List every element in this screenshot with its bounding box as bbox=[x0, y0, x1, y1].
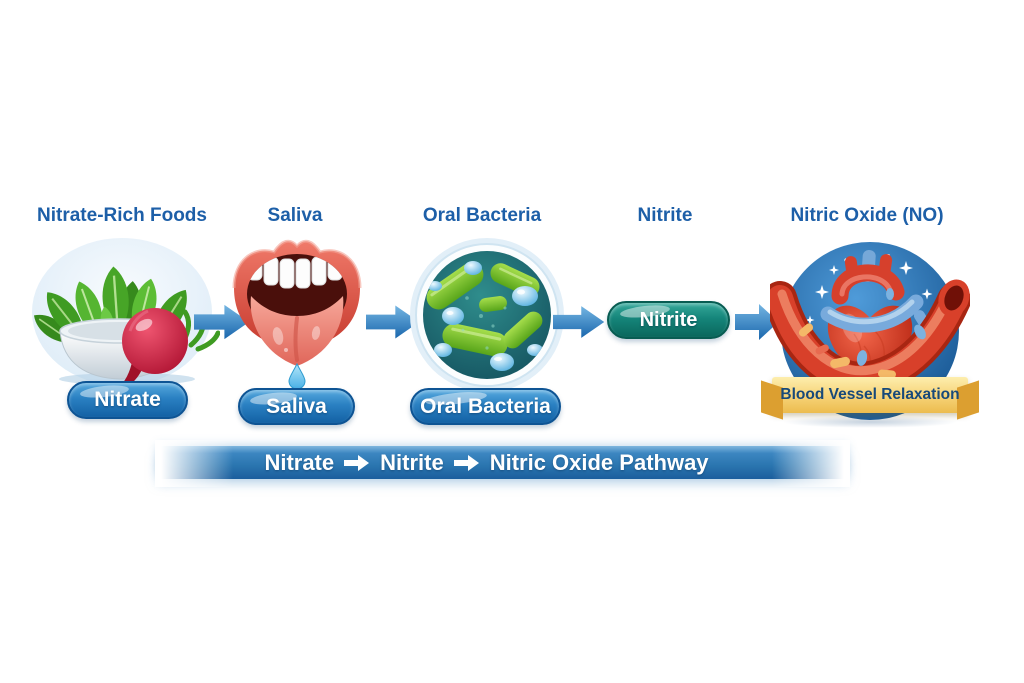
saliva-label-pill: Saliva bbox=[238, 388, 355, 425]
stage-heading-nitrate-rich-foods: Nitrate-Rich Foods bbox=[37, 205, 207, 226]
banner-part-nitrite: Nitrite bbox=[380, 449, 444, 475]
nitrite-pill: Nitrite bbox=[607, 301, 730, 339]
stage-heading-nitric-oxide: Nitric Oxide (NO) bbox=[790, 205, 944, 226]
pathway-banner: Nitrate Nitrite Nitric Oxide Pathway bbox=[155, 440, 850, 487]
blood-vessel-relaxation-ribbon: Blood Vessel Relaxation bbox=[772, 377, 968, 413]
saliva-label-text: Saliva bbox=[266, 394, 327, 418]
nitrate-label-pill: Nitrate bbox=[67, 381, 188, 419]
stage-heading-nitrite: Nitrite bbox=[637, 205, 693, 226]
mouth-icon bbox=[232, 239, 362, 388]
stage-heading-oral-bacteria: Oral Bacteria bbox=[422, 205, 542, 226]
bacteria-icon bbox=[410, 238, 564, 392]
salad-bowl-icon bbox=[32, 238, 220, 388]
banner-part-nitrate: Nitrate bbox=[264, 449, 335, 475]
pathway-banner-text: Nitrate Nitrite Nitric Oxide Pathway bbox=[264, 450, 740, 476]
flow-arrow-icon bbox=[366, 305, 420, 339]
arrow-icon bbox=[344, 454, 370, 471]
heart-vessel-icon bbox=[770, 242, 970, 420]
oral-bacteria-label-pill: Oral Bacteria bbox=[410, 388, 561, 425]
arrow-icon bbox=[453, 454, 479, 471]
blood-vessel-relaxation-text: Blood Vessel Relaxation bbox=[780, 386, 960, 403]
banner-fade-right bbox=[772, 440, 850, 487]
nitrite-pill-text: Nitrite bbox=[639, 308, 698, 331]
stage-heading-saliva: Saliva bbox=[267, 205, 323, 226]
banner-fade-left bbox=[155, 440, 233, 487]
banner-part-nitric-oxide-pathway: Nitric Oxide Pathway bbox=[489, 449, 709, 475]
badge-shadow bbox=[782, 416, 958, 428]
flow-arrow-icon bbox=[735, 304, 779, 340]
nitrate-label-text: Nitrate bbox=[94, 388, 161, 411]
oral-bacteria-label-text: Oral Bacteria bbox=[420, 394, 551, 418]
flow-arrow-icon bbox=[194, 304, 250, 340]
flow-arrow-icon bbox=[553, 306, 605, 338]
